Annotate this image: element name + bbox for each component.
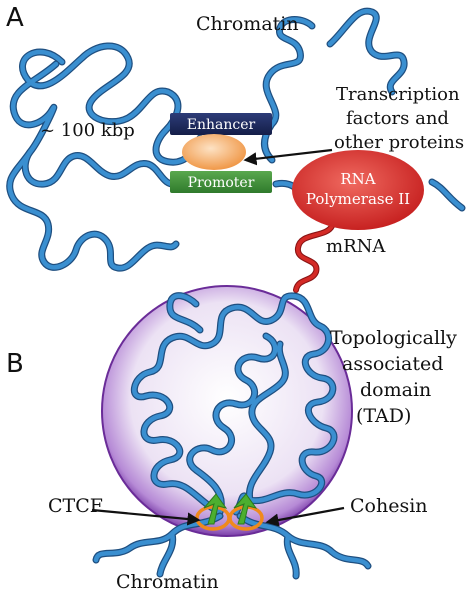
polymerase-label-line1: RNA [340,170,375,188]
chromatin-label-b: Chromatin [116,571,219,591]
chromatin-label-a: Chromatin [196,13,299,35]
mrna-label: mRNA [326,236,386,257]
tf-arrow [243,148,333,166]
ctcf-label: CTCF [48,495,103,517]
chromatin-strand-a [6,42,204,272]
tf-label-line3: other proteins [334,132,464,153]
tad-label-line3: domain [360,379,431,401]
cohesin-arrow-pointer [265,506,345,527]
ctcf-arrow-left [203,493,228,525]
panel-a-label: A [6,3,24,33]
chromatin-strand-a-right [261,7,466,212]
enhancer-box [170,113,272,135]
transcription-factor-blob [182,134,246,170]
promoter-label: Promoter [188,175,255,191]
promoter-box [170,171,272,193]
tad-label-line4: (TAD) [356,405,411,427]
tf-label-line1: Transcription [336,84,460,105]
polymerase-label-line2: Polymerase II [306,190,410,208]
rna-polymerase-ii [292,150,424,230]
distance-label: ~ 100 kbp [40,120,135,141]
cohesin-label: Cohesin [350,495,428,517]
tad-label-line2: associated [342,353,443,375]
panel-b-label: B [6,349,24,379]
mrna-strand [293,223,335,293]
tf-label-line2: factors and [346,108,449,129]
tad-label-line1: Topologically [330,327,457,349]
ctcf-arrow-right [233,493,258,525]
tad-chromatin [131,292,338,516]
ctcf-arrow-pointer [91,508,201,526]
enhancer-label: Enhancer [187,117,256,133]
outer-chromatin-b [92,512,372,580]
